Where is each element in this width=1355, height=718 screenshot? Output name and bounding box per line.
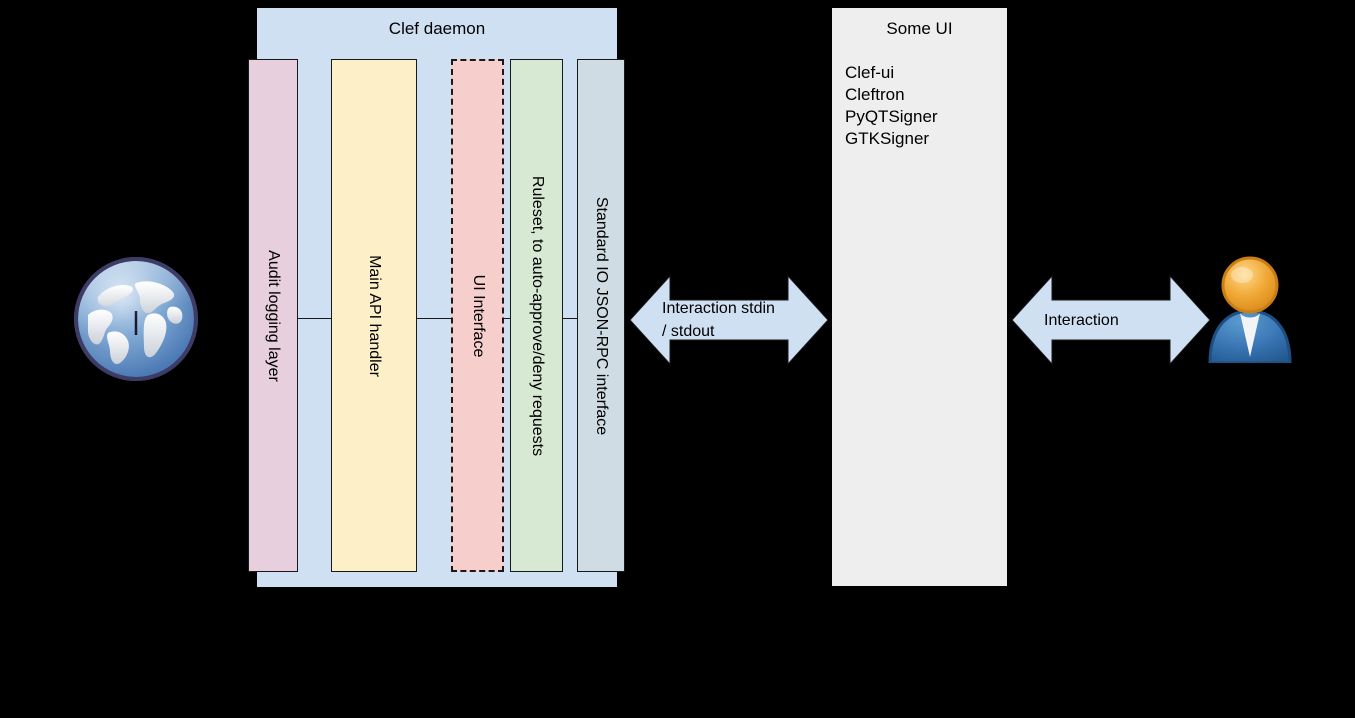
- layer-main-api-handler[interactable]: Main API handler: [331, 59, 417, 572]
- globe-icon: [70, 253, 202, 385]
- user-icon: [1202, 253, 1298, 363]
- layer-ruleset[interactable]: Ruleset, to auto-approve/deny requests: [510, 59, 563, 572]
- clef-daemon-title: Clef daemon: [388, 19, 486, 38]
- connector-audit-api: [297, 318, 332, 319]
- layer-ui-interface[interactable]: UI Interface: [451, 59, 504, 572]
- connector-ui-ruleset: [503, 318, 512, 319]
- layer-main-api-handler-label: Main API handler: [366, 254, 383, 377]
- clef-daemon-container: [257, 8, 617, 587]
- arrow-daemon-to-ui: Interaction stdin / stdout: [630, 270, 828, 370]
- list-item: Clef-ui: [845, 63, 895, 82]
- connector-ruleset-stdio: [562, 318, 578, 319]
- layer-stdio-jsonrpc[interactable]: Standard IO JSON-RPC interface: [577, 59, 625, 572]
- some-ui-panel: Some UI Clef-ui Cleftron PyQTSigner GTKS…: [832, 8, 1007, 586]
- list-item: Cleftron: [845, 85, 905, 104]
- layer-audit-logging[interactable]: Audit logging layer: [248, 59, 298, 572]
- layer-ui-interface-label: UI Interface: [469, 274, 487, 357]
- arrow-ui-to-user: Interaction: [1012, 270, 1210, 370]
- layer-audit-logging-label: Audit logging layer: [265, 249, 282, 382]
- some-ui-title: Some UI: [886, 19, 953, 38]
- some-ui-list: Clef-ui Cleftron PyQTSigner GTKSigner: [845, 62, 938, 150]
- connector-api-ui: [416, 318, 452, 319]
- layer-ruleset-label: Ruleset, to auto-approve/deny requests: [528, 175, 546, 456]
- list-item: GTKSigner: [845, 129, 930, 148]
- layer-stdio-jsonrpc-label: Standard IO JSON-RPC interface: [593, 196, 610, 435]
- list-item: PyQTSigner: [845, 107, 938, 126]
